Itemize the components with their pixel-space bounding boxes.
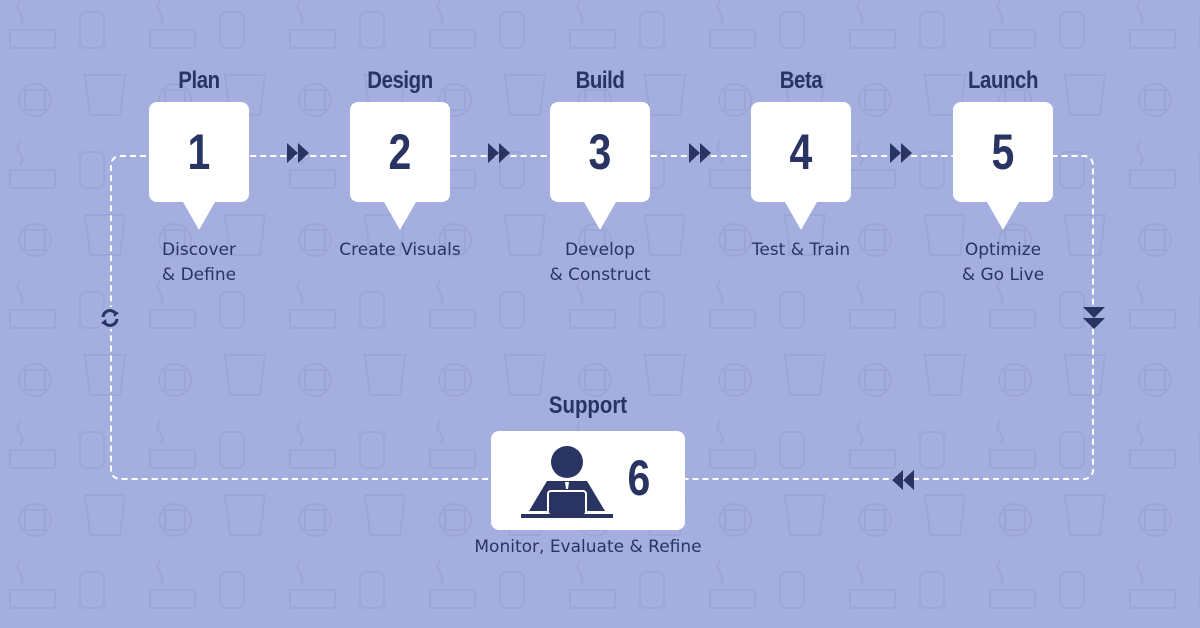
step-card: 2 [350, 102, 450, 202]
step-number: 3 [588, 124, 612, 180]
double-chevron-down-icon [1083, 307, 1105, 329]
step-description: Test & Train [751, 240, 851, 260]
step-card: 3 [550, 102, 650, 202]
step-number: 2 [388, 124, 412, 180]
step-beta: Beta 4 Test & Train [741, 66, 861, 263]
step-title: Beta [779, 67, 823, 94]
support-description: Monitor, Evaluate & Refine [474, 537, 702, 557]
step-description: Create Visuals [339, 240, 461, 260]
support-number: 6 [627, 450, 651, 506]
step-description: Optimize & Go Live [961, 240, 1045, 285]
step-card: 5 [953, 102, 1053, 202]
step-design: Design 2 Create Visuals [339, 66, 461, 263]
step-title: Build [575, 67, 625, 94]
support-card: 6 [491, 431, 685, 530]
step-plan: Plan 1 Discover & Define [139, 66, 259, 288]
step-number: 1 [187, 124, 211, 180]
step-title: Plan [178, 67, 220, 94]
double-chevron-right-icon [488, 143, 510, 163]
step-build: Build 3 Develop & Construct [540, 66, 660, 288]
support-title: Support [548, 392, 628, 419]
step-title: Launch [968, 67, 1038, 94]
double-chevron-right-icon [689, 143, 711, 163]
person-at-laptop-icon [521, 446, 613, 518]
double-chevron-left-icon [892, 470, 914, 490]
step-launch: Launch 5 Optimize & Go Live [943, 66, 1063, 288]
refresh-icon [99, 307, 121, 329]
step-description: Discover & Define [161, 240, 237, 285]
step-number: 5 [991, 124, 1015, 180]
step-card: 1 [149, 102, 249, 202]
step-description: Develop & Construct [549, 240, 651, 285]
step-title: Design [367, 67, 433, 94]
double-chevron-right-icon [890, 143, 912, 163]
double-chevron-right-icon [287, 143, 309, 163]
step-card: 4 [751, 102, 851, 202]
step-number: 4 [789, 124, 813, 180]
